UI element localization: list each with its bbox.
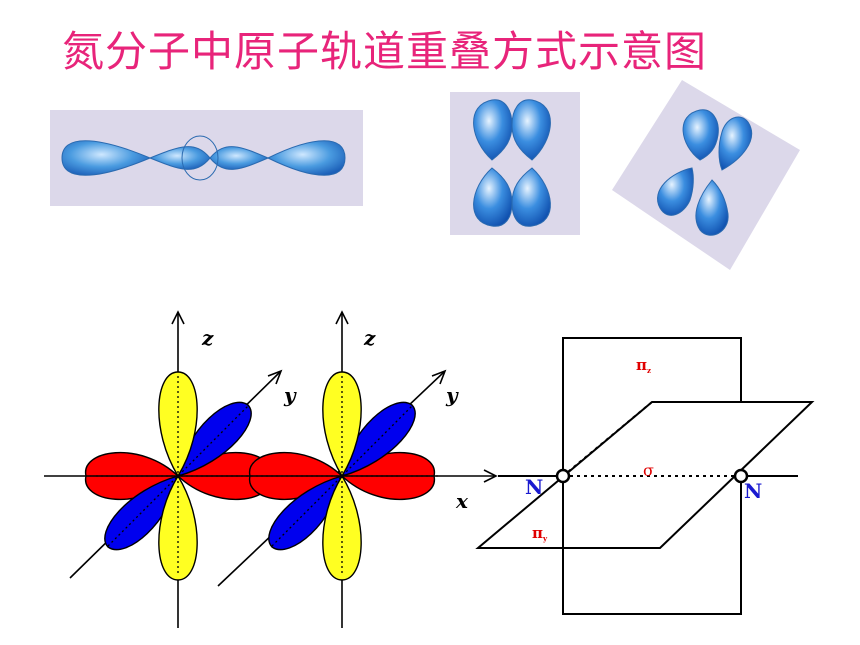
pi-y-bond-label: πy bbox=[532, 524, 548, 543]
rotated-pi-overlap-illustration bbox=[612, 80, 800, 270]
z-axis-label-left: z bbox=[201, 326, 214, 350]
atom-label-right: N bbox=[744, 479, 762, 503]
sigma-bond-label: σ bbox=[643, 461, 654, 480]
y-axis-label-right: y bbox=[445, 383, 459, 407]
nitrogen-nucleus-left bbox=[555, 468, 571, 484]
nitrogen-nucleus-right bbox=[733, 468, 749, 484]
page-title: 氮分子中原子轨道重叠方式示意图 bbox=[62, 27, 708, 76]
pi-y-symbol: π bbox=[532, 524, 543, 542]
y-axis-label-left: y bbox=[283, 383, 297, 407]
atom-label-left: N bbox=[525, 475, 543, 499]
pi-y-plane bbox=[475, 401, 815, 549]
nitrogen-atom-right-orbitals bbox=[217, 310, 447, 628]
pi-overlap-illustration bbox=[450, 92, 580, 235]
pi-z-bond-label: πz bbox=[636, 356, 651, 375]
pi-z-subscript: z bbox=[647, 366, 651, 375]
x-axis-label: x bbox=[455, 489, 469, 513]
sigma-overlap-illustration bbox=[50, 110, 363, 206]
pi-y-subscript: y bbox=[542, 534, 548, 543]
pi-z-symbol: π bbox=[636, 356, 647, 374]
z-axis-label-right: z bbox=[363, 326, 376, 350]
